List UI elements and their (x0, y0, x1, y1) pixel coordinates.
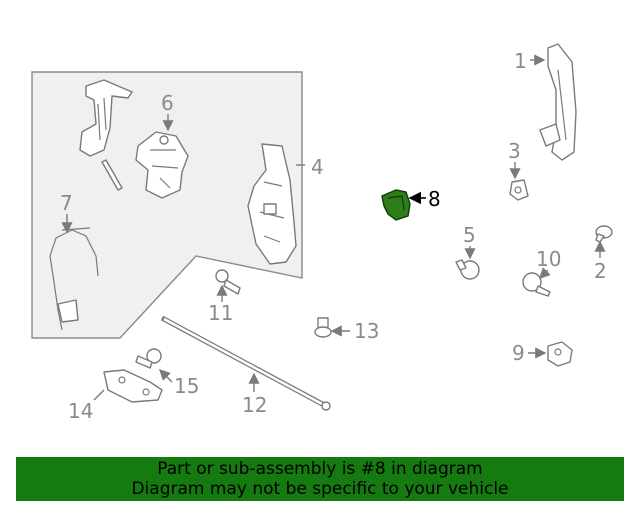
callout-10: 10 (536, 247, 561, 271)
callout-14: 14 (68, 399, 93, 423)
latch-bracket-part (79, 79, 133, 191)
part-5-bolt (455, 259, 480, 280)
callout-11: 11 (208, 301, 233, 325)
part-3-clip (509, 179, 529, 201)
part-1-outside-handle (539, 43, 577, 161)
part-6-lock-actuator (135, 131, 189, 199)
part-15-bolt (135, 348, 162, 369)
part-11-bolt (215, 269, 241, 295)
leader-lines (61, 54, 606, 401)
part-4-door-latch (247, 143, 297, 265)
part-12-rod (160, 315, 331, 411)
callout-13: 13 (354, 319, 379, 343)
parts-diagram: 1 2 3 4 5 6 7 8 9 10 11 12 13 14 15 (31, 43, 613, 423)
callout-12: 12 (242, 393, 267, 417)
callout-2: 2 (594, 259, 607, 283)
part-9-striker (547, 341, 573, 367)
part-2-screw (595, 225, 613, 243)
part-10-bolt (522, 272, 551, 297)
part-13-bolt (314, 317, 332, 338)
notice-banner: Part or sub-assembly is #8 in diagram Di… (16, 457, 624, 501)
callout-5: 5 (463, 223, 476, 247)
part-14-hinge (103, 369, 163, 403)
banner-line-1: Part or sub-assembly is #8 in diagram (157, 459, 483, 479)
callout-8: 8 (428, 187, 441, 211)
callout-9: 9 (512, 341, 525, 365)
callout-1: 1 (514, 49, 527, 73)
banner-line-2: Diagram may not be specific to your vehi… (131, 479, 509, 499)
part-7-cable (49, 227, 99, 331)
callout-6: 6 (161, 91, 174, 115)
callout-labels: 1 2 3 4 5 6 7 8 9 10 11 12 13 14 15 (60, 49, 607, 423)
callout-3: 3 (508, 139, 521, 163)
callout-15: 15 (174, 374, 199, 398)
callout-7: 7 (60, 191, 73, 215)
part-8-highlighted (381, 189, 411, 221)
callout-4: 4 (311, 155, 324, 179)
